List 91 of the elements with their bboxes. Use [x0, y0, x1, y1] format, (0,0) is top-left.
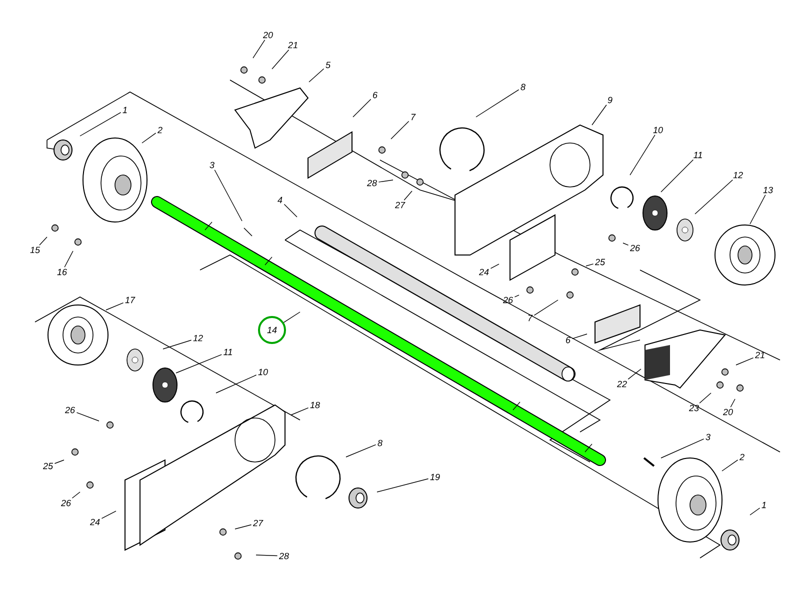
callout-number: 12	[733, 172, 743, 178]
callout-number: 19	[430, 474, 440, 480]
leader-line	[628, 368, 642, 380]
leader-line	[72, 492, 80, 498]
callout-number: 6	[566, 336, 570, 344]
callout-number: 22	[616, 380, 627, 388]
leader-line	[694, 180, 734, 214]
callout-number: 3	[210, 162, 214, 168]
leader-line	[284, 204, 298, 218]
callout-number: 27	[252, 520, 264, 526]
callout-number: 28	[278, 552, 289, 560]
callout-number: 8	[520, 84, 526, 90]
callout-number: 5	[326, 62, 331, 68]
leader-line	[64, 250, 74, 268]
callout-number: 27	[394, 202, 406, 208]
leader-line	[476, 89, 520, 118]
callout-number: 10	[258, 368, 268, 376]
leader-line	[572, 334, 588, 340]
leader-line	[534, 300, 558, 316]
callout-number: 2	[157, 126, 162, 134]
callout-number: 20	[722, 408, 733, 416]
callout-number: 12	[193, 334, 203, 342]
leader-line	[256, 554, 278, 556]
callout-number: 13	[763, 186, 773, 194]
callout-number: 26	[64, 406, 75, 414]
callout-number: 3	[706, 434, 710, 440]
callout-number: 25	[42, 462, 54, 470]
callout-number: 10	[653, 126, 663, 134]
leader-line	[252, 40, 266, 58]
leader-line	[490, 264, 500, 269]
callout-number: 6	[373, 92, 378, 98]
leader-line	[660, 438, 704, 458]
leader-line	[283, 312, 300, 323]
leader-line	[346, 444, 376, 458]
leader-line	[730, 398, 736, 408]
callout-number: 20	[262, 32, 273, 38]
callout-number: 1	[762, 502, 766, 508]
leader-line	[514, 294, 520, 298]
leader-line	[80, 112, 122, 136]
leader-line	[660, 159, 694, 192]
leader-line	[290, 407, 309, 416]
leader-line	[142, 132, 156, 144]
leader-line	[76, 412, 100, 422]
callout-number: 26	[502, 296, 513, 304]
leader-line	[736, 357, 754, 366]
callout-number: 4	[278, 196, 282, 204]
leader-line	[376, 478, 429, 492]
callout-number: 15	[30, 246, 40, 254]
leader-line	[272, 50, 290, 70]
callout-number: 11	[224, 348, 232, 356]
leader-line	[586, 264, 594, 266]
leader-line	[352, 98, 372, 118]
leader-line	[750, 194, 766, 224]
callout-number: 26	[60, 500, 71, 506]
leader-line	[101, 510, 116, 519]
callout-number: 11	[694, 152, 702, 158]
leader-line	[308, 68, 324, 82]
callout-number: 9	[608, 96, 612, 104]
callout-number: 24	[478, 268, 489, 276]
callout-number: 21	[754, 352, 764, 358]
leader-line	[378, 180, 394, 182]
leader-line	[214, 170, 242, 222]
leader-line	[162, 340, 192, 350]
leader-line	[39, 236, 48, 246]
callout-number: 25	[594, 258, 606, 266]
leader-line	[390, 120, 410, 140]
circled-callout-number: 14	[258, 316, 286, 344]
leader-line	[176, 354, 222, 374]
leader-line	[750, 508, 760, 516]
callout-number: 1	[122, 106, 127, 114]
callout-number: 24	[90, 518, 100, 526]
callout-number: 28	[366, 180, 377, 186]
leader-line	[404, 190, 412, 201]
leader-line	[54, 460, 64, 464]
leader-line	[216, 374, 257, 394]
leader-line	[106, 302, 124, 310]
callout-number: 23	[688, 404, 699, 412]
leader-line	[630, 134, 656, 176]
leader-line	[592, 104, 607, 126]
callout-number: 8	[378, 440, 382, 446]
leader-line	[722, 460, 738, 472]
callout-number: 2	[739, 454, 744, 460]
callout-number: 16	[57, 268, 67, 276]
callout-number: 26	[630, 244, 640, 252]
callout-number: 18	[310, 402, 320, 408]
leader-line	[699, 392, 712, 404]
callout-number: 7	[411, 114, 416, 120]
leader-line	[622, 242, 629, 246]
leader-line	[234, 524, 252, 530]
callout-number: 17	[125, 296, 136, 304]
callout-number: 21	[288, 42, 298, 48]
